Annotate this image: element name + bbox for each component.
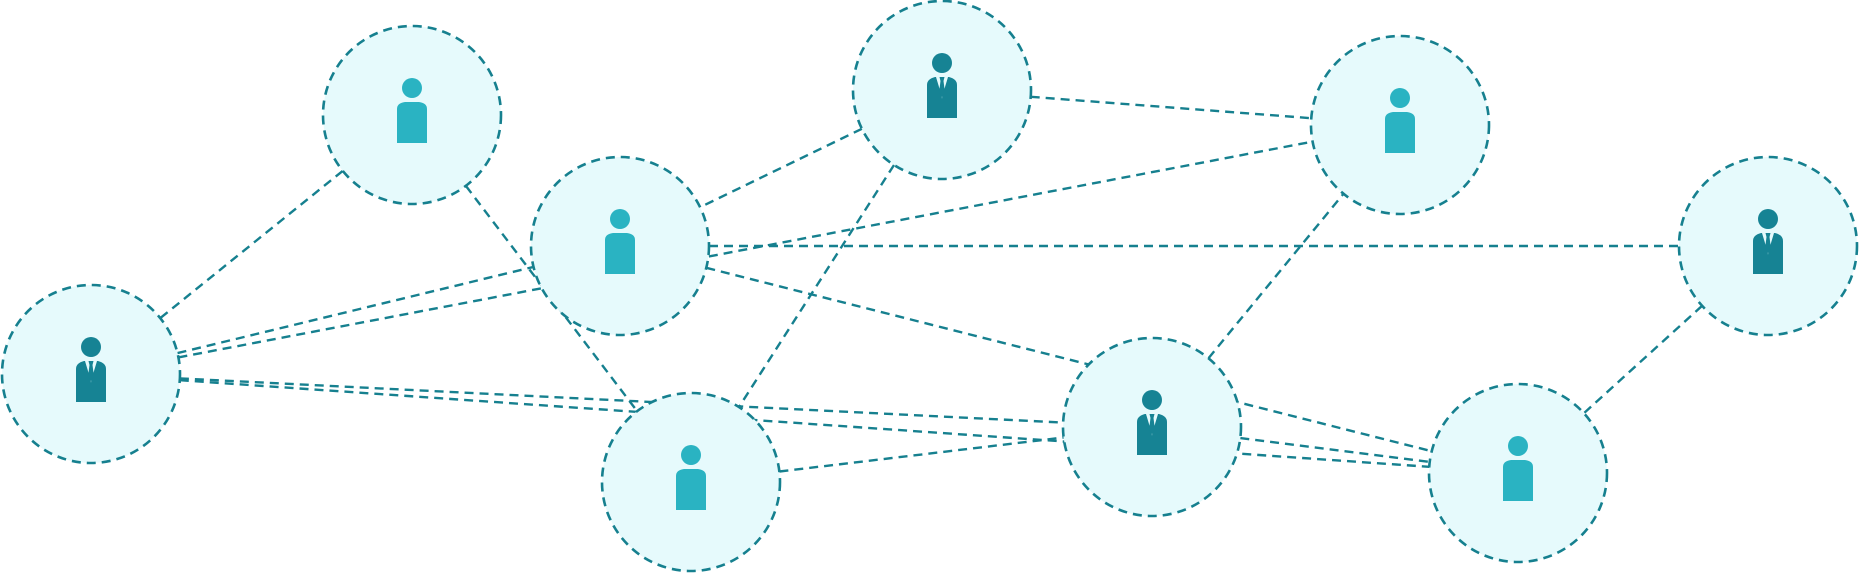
network-node-n3	[529, 155, 711, 337]
network-node-n4	[851, 0, 1033, 181]
connection-line-n2-n7	[179, 377, 1064, 424]
connection-line-n4-n3	[699, 127, 863, 209]
connection-line-n7-n9	[1240, 436, 1430, 464]
businessman-icon	[1137, 390, 1167, 455]
network-node-n9	[1427, 382, 1609, 564]
connection-line-n4-n6	[1030, 95, 1312, 120]
businessman-icon	[927, 53, 957, 118]
person-icon	[1503, 436, 1533, 501]
person-icon	[397, 78, 427, 143]
connection-line-n8-n9	[1583, 304, 1703, 415]
connection-line-n4-n5	[737, 164, 896, 408]
connection-line-n1-n2	[159, 169, 344, 320]
connection-line-n3-n9	[706, 266, 1432, 453]
businessman-icon	[1753, 209, 1783, 274]
person-icon	[1385, 88, 1415, 153]
businessman-icon	[76, 337, 106, 402]
network-node-n7	[1061, 336, 1243, 518]
network-node-n1	[321, 24, 503, 206]
network-node-n6	[1309, 34, 1491, 216]
network-node-n2	[0, 283, 182, 465]
network-node-n8	[1677, 155, 1859, 337]
person-icon	[605, 209, 635, 274]
connection-line-n2-n3	[177, 265, 534, 355]
connection-line-n7-n6	[1207, 193, 1345, 359]
person-icon	[676, 445, 706, 510]
connection-line-n2-n9	[179, 379, 1430, 468]
network-node-n5	[600, 391, 782, 573]
connection-line-n5-n7	[779, 436, 1064, 473]
connection-line-n2-n6	[178, 140, 1313, 359]
